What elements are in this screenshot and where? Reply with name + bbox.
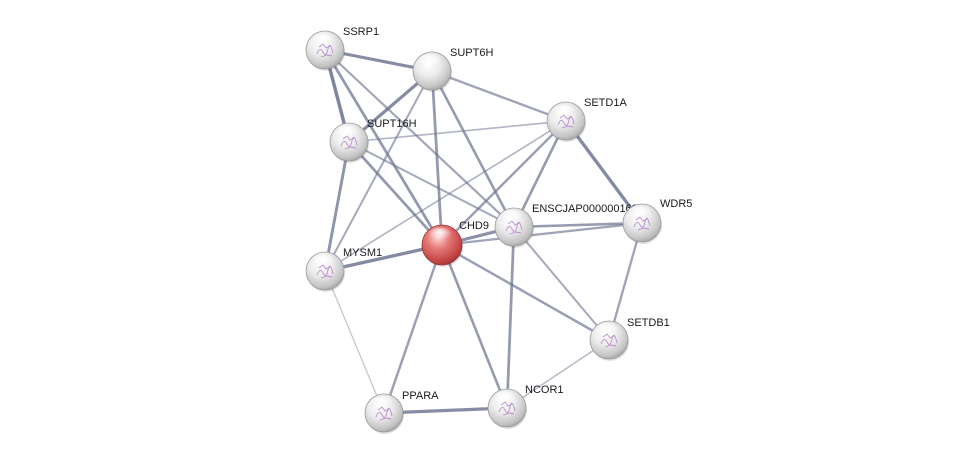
node-label-chd9: CHD9	[459, 220, 489, 232]
node-highlight	[418, 54, 442, 70]
edge-ssrp1-chd9[interactable]	[323, 48, 444, 247]
edge-supt16h-chd9[interactable]	[347, 140, 444, 247]
edge-supt16h-mysm1[interactable]	[323, 140, 351, 273]
edges-layer	[323, 48, 644, 415]
node-chd9[interactable]: CHD9	[421, 220, 489, 267]
node-enscjap00000016258[interactable]: ENSCJAP00000016258	[494, 203, 650, 248]
node-highlight	[335, 125, 359, 141]
node-ppara[interactable]: PPARA	[364, 390, 439, 434]
node-label-enscjap00000016258: ENSCJAP00000016258	[532, 203, 650, 215]
node-highlight	[493, 391, 517, 407]
node-highlight	[427, 227, 453, 243]
edge-setd1a-chd9[interactable]	[440, 119, 568, 247]
node-label-setd1a: SETD1A	[584, 97, 627, 109]
node-label-mysm1: MYSM1	[343, 247, 382, 259]
edge-enscjap00000016258-setdb1[interactable]	[512, 225, 611, 342]
node-label-ppara: PPARA	[402, 390, 439, 402]
edge-supt6h-chd9[interactable]	[430, 69, 444, 247]
edge-supt16h-enscjap00000016258[interactable]	[347, 140, 516, 229]
edge-supt6h-enscjap00000016258[interactable]	[430, 69, 516, 229]
edge-enscjap00000016258-wdr5[interactable]	[512, 221, 644, 229]
edge-ssrp1-enscjap00000016258[interactable]	[323, 48, 516, 229]
edge-supt6h-mysm1[interactable]	[323, 69, 434, 273]
edge-chd9-ncor1[interactable]	[440, 243, 509, 410]
edge-chd9-ppara[interactable]	[382, 243, 444, 415]
node-wdr5[interactable]: WDR5	[622, 198, 692, 244]
node-supt16h[interactable]: SUPT16H	[329, 118, 417, 163]
edge-supt16h-setd1a[interactable]	[348, 120, 567, 143]
edge-mysm1-ppara[interactable]	[324, 270, 385, 414]
node-highlight	[595, 323, 619, 339]
node-label-setdb1: SETDB1	[627, 317, 670, 329]
node-ncor1[interactable]: NCOR1	[487, 384, 564, 429]
node-highlight	[500, 210, 524, 226]
edge-setd1a-mysm1[interactable]	[324, 120, 567, 272]
node-highlight	[628, 206, 652, 222]
edge-enscjap00000016258-ncor1[interactable]	[505, 225, 516, 410]
node-highlight	[552, 104, 576, 120]
node-label-supt16h: SUPT16H	[367, 118, 417, 130]
edge-chd9-wdr5[interactable]	[440, 221, 644, 247]
edge-wdr5-setdb1[interactable]	[607, 221, 644, 342]
edge-setdb1-ncor1[interactable]	[506, 339, 610, 409]
node-ssrp1[interactable]: SSRP1	[305, 26, 379, 71]
node-mysm1[interactable]: MYSM1	[305, 247, 382, 292]
node-label-supt6h: SUPT6H	[450, 47, 493, 59]
node-setdb1[interactable]: SETDB1	[589, 317, 670, 361]
node-label-ncor1: NCOR1	[525, 384, 564, 396]
node-label-wdr5: WDR5	[660, 198, 692, 210]
node-setd1a[interactable]: SETD1A	[546, 97, 627, 142]
edge-supt6h-setd1a[interactable]	[430, 69, 568, 123]
node-highlight	[370, 396, 394, 412]
node-supt6h[interactable]: SUPT6H	[412, 47, 493, 92]
node-highlight	[311, 254, 335, 270]
edge-setd1a-wdr5[interactable]	[564, 119, 644, 225]
edge-ncor1-ppara[interactable]	[382, 406, 509, 415]
node-label-ssrp1: SSRP1	[343, 26, 379, 38]
node-highlight	[311, 33, 335, 49]
edge-setd1a-enscjap00000016258[interactable]	[512, 119, 568, 229]
edge-chd9-setdb1[interactable]	[440, 243, 611, 342]
